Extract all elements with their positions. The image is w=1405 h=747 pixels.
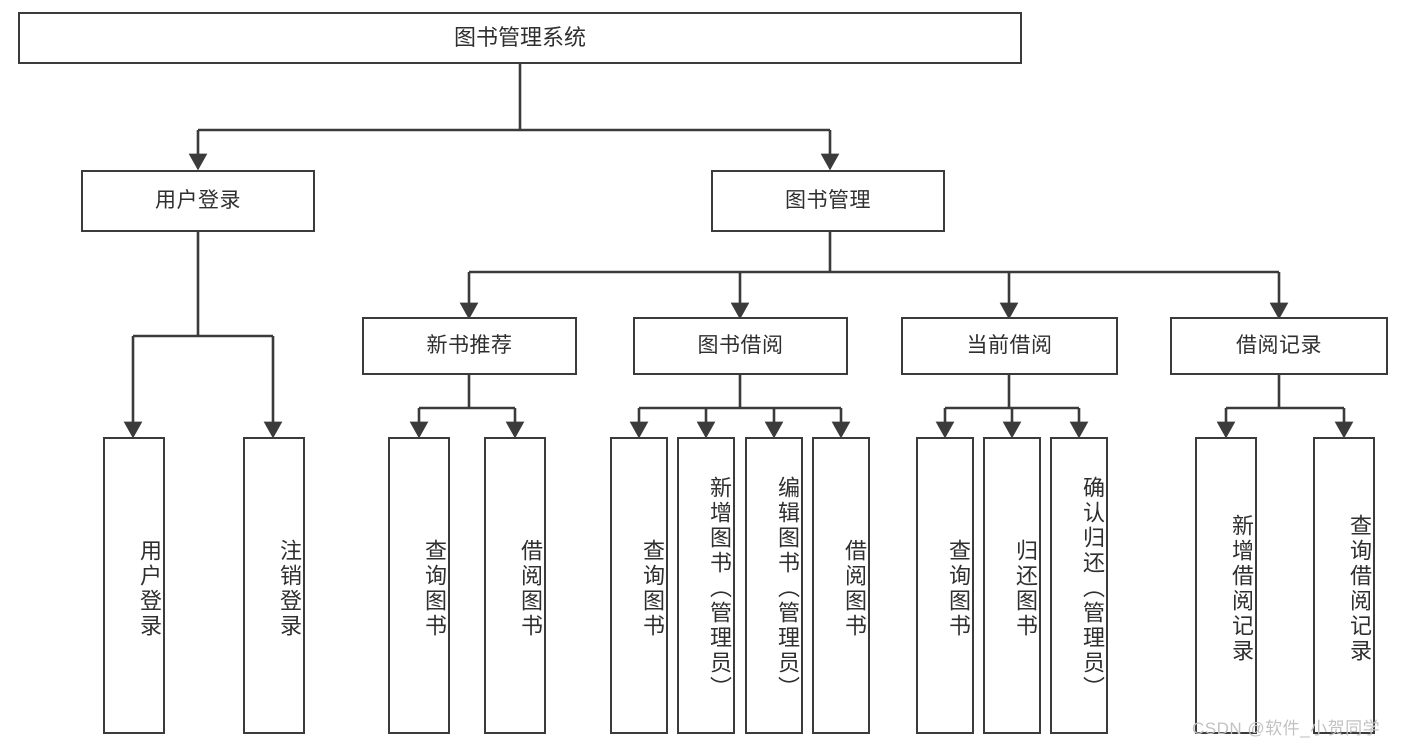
leaf-node-add-book-admin[interactable]: 新增图书（管理员） — [677, 437, 735, 734]
leaf-node-borrow-book-recommend-label: 借阅图书 — [518, 538, 543, 639]
node-user-login[interactable]: 用户登录 — [81, 170, 315, 232]
leaf-node-return-book[interactable]: 归还图书 — [983, 437, 1041, 734]
node-book-borrow[interactable]: 图书借阅 — [633, 317, 848, 375]
leaf-node-add-borrow-record[interactable]: 新增借阅记录 — [1195, 437, 1257, 734]
root-node-label: 图书管理系统 — [453, 25, 586, 51]
leaf-node-query-book-borrow-label: 查询图书 — [640, 538, 665, 639]
leaf-node-add-book-admin-label: 新增图书（管理员） — [707, 476, 732, 701]
node-book-borrow-label: 图书借阅 — [697, 333, 784, 357]
leaf-node-edit-book-admin[interactable]: 编辑图书（管理员） — [745, 437, 803, 734]
leaf-node-query-borrow-record[interactable]: 查询借阅记录 — [1313, 437, 1375, 734]
leaf-node-query-book-borrow[interactable]: 查询图书 — [610, 437, 668, 734]
node-user-login-label: 用户登录 — [155, 188, 241, 212]
leaf-node-query-book-recommend[interactable]: 查询图书 — [388, 437, 450, 734]
leaf-node-confirm-return-admin[interactable]: 确认归还（管理员） — [1050, 437, 1108, 734]
node-new-book-recommend-label: 新书推荐 — [426, 333, 513, 357]
node-current-borrow-label: 当前借阅 — [966, 333, 1053, 357]
leaf-node-return-book-label: 归还图书 — [1013, 538, 1038, 639]
leaf-node-user-login[interactable]: 用户登录 — [103, 437, 165, 734]
leaf-node-borrow-book[interactable]: 借阅图书 — [812, 437, 870, 734]
leaf-node-logout-login[interactable]: 注销登录 — [243, 437, 305, 734]
node-book-management-label: 图书管理 — [785, 188, 871, 212]
root-node-book-management-system[interactable]: 图书管理系统 — [18, 12, 1022, 64]
leaf-node-borrow-book-label: 借阅图书 — [842, 538, 867, 639]
csdn-watermark: CSDN @软件_小贺同学 — [1192, 719, 1381, 738]
leaf-node-logout-login-label: 注销登录 — [277, 538, 302, 639]
node-book-management[interactable]: 图书管理 — [711, 170, 945, 232]
node-borrow-record-label: 借阅记录 — [1236, 333, 1322, 357]
leaf-node-query-borrow-record-label: 查询借阅记录 — [1347, 513, 1372, 664]
node-new-book-recommend[interactable]: 新书推荐 — [362, 317, 577, 375]
leaf-node-query-book-current[interactable]: 查询图书 — [916, 437, 974, 734]
node-borrow-record[interactable]: 借阅记录 — [1170, 317, 1388, 375]
leaf-node-query-book-current-label: 查询图书 — [946, 538, 971, 639]
leaf-node-add-borrow-record-label: 新增借阅记录 — [1229, 513, 1254, 664]
leaf-node-confirm-return-admin-label: 确认归还（管理员） — [1080, 476, 1105, 701]
leaf-node-query-book-recommend-label: 查询图书 — [422, 538, 447, 639]
node-current-borrow[interactable]: 当前借阅 — [901, 317, 1118, 375]
leaf-node-borrow-book-recommend[interactable]: 借阅图书 — [484, 437, 546, 734]
leaf-node-edit-book-admin-label: 编辑图书（管理员） — [775, 476, 800, 701]
leaf-node-user-login-label: 用户登录 — [137, 538, 162, 639]
